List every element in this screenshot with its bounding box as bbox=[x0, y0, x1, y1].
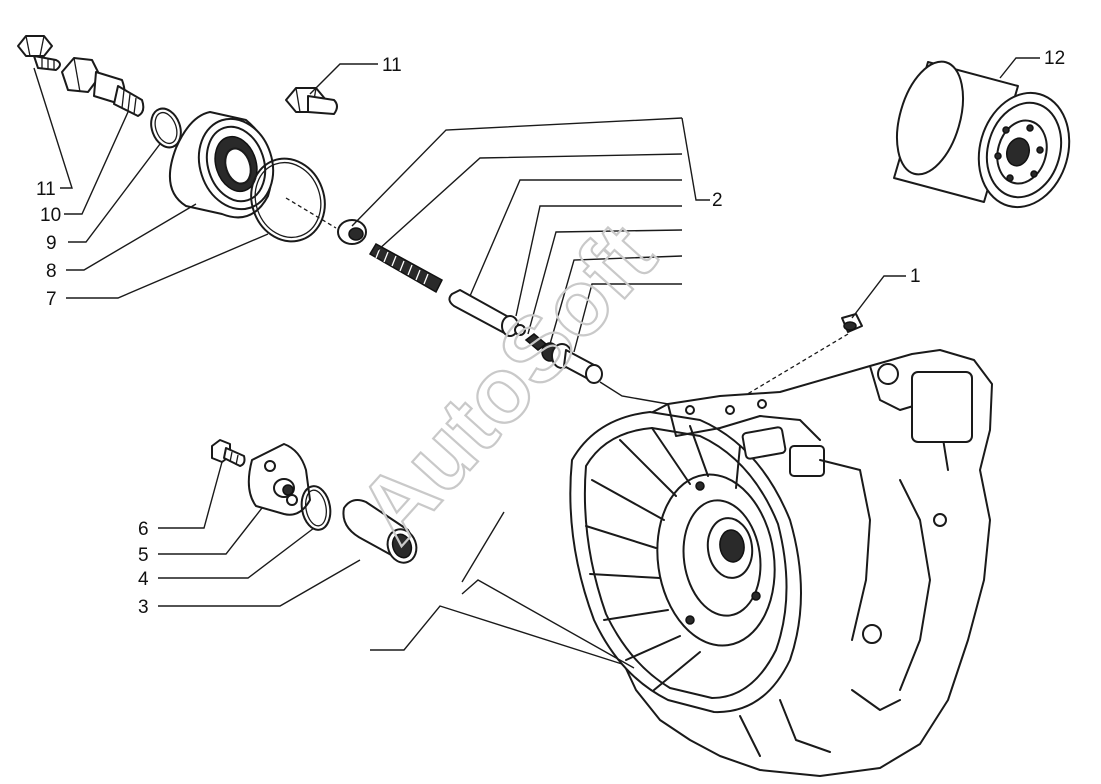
callout-11-left: 11 bbox=[36, 179, 56, 200]
part-9-o-ring bbox=[150, 107, 182, 149]
valve-spring bbox=[368, 242, 443, 294]
part-11-plug-left bbox=[17, 35, 61, 71]
part-6-bolt bbox=[211, 439, 246, 467]
part-3-sleeve bbox=[342, 499, 418, 564]
callout-2: 2 bbox=[712, 190, 723, 211]
part-8-filter-housing bbox=[169, 111, 275, 219]
part-5-cover-plate bbox=[247, 443, 311, 516]
callout-8: 8 bbox=[46, 261, 57, 282]
part-12-oil-filter bbox=[893, 60, 1071, 209]
valve-plug bbox=[551, 343, 603, 384]
valve-ball bbox=[514, 324, 526, 336]
callout-7: 7 bbox=[46, 289, 57, 310]
callout-3: 3 bbox=[138, 597, 149, 618]
callout-4: 4 bbox=[138, 569, 149, 590]
part-11-plug-top bbox=[285, 87, 338, 115]
callout-1: 1 bbox=[910, 266, 921, 287]
valve-piston bbox=[448, 289, 519, 337]
valve-nut bbox=[337, 219, 367, 245]
part-10-fitting bbox=[61, 57, 145, 117]
centerline-part-1 bbox=[713, 333, 849, 415]
callout-labels: 11 10 9 8 7 11 12 2 1 6 5 4 3 bbox=[36, 48, 1065, 618]
callout-9: 9 bbox=[46, 233, 57, 254]
leader-lines bbox=[33, 57, 1040, 669]
part-1-plug bbox=[841, 313, 863, 333]
callout-11-top: 11 bbox=[382, 55, 402, 76]
callout-10: 10 bbox=[40, 205, 61, 226]
transmission-housing bbox=[569, 349, 993, 777]
part-7-large-o-ring bbox=[250, 157, 326, 243]
part-2-valve-group bbox=[337, 219, 603, 384]
part-4-o-ring bbox=[300, 485, 332, 531]
callout-12: 12 bbox=[1044, 48, 1065, 69]
callout-5: 5 bbox=[138, 545, 149, 566]
callout-6: 6 bbox=[138, 519, 149, 540]
centerline-filter bbox=[285, 197, 337, 229]
